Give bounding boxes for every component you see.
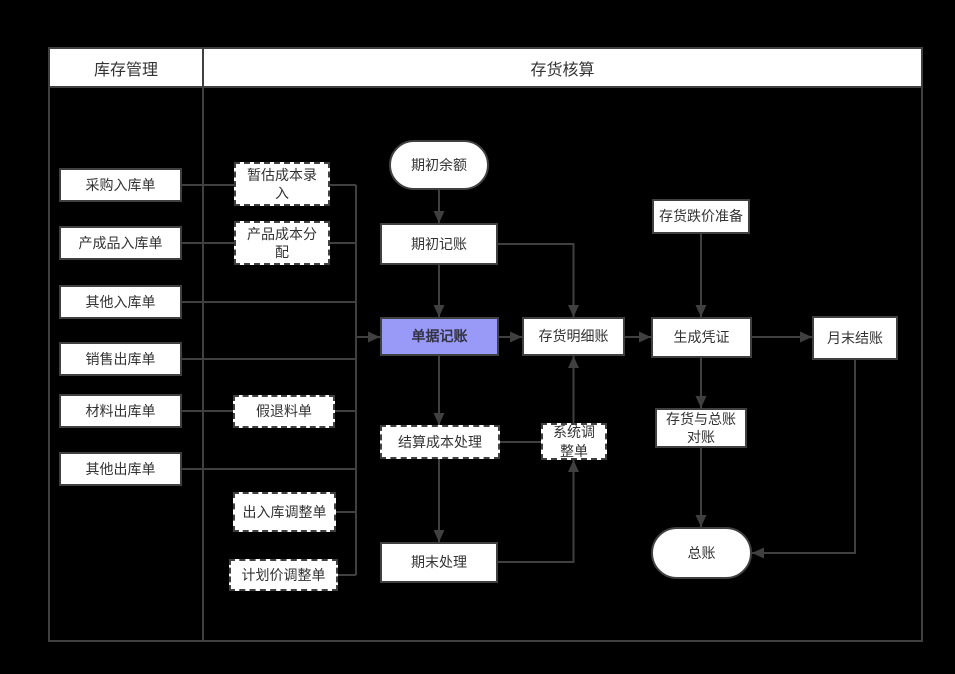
node-purchase-inbound: 采购入库单 (59, 168, 182, 202)
node-inout-adjustment: 出入库调整单 (233, 492, 336, 532)
node-sales-outbound: 销售出库单 (59, 342, 182, 376)
node-material-outbound: 材料出库单 (59, 394, 182, 428)
node-finished-goods-inbound: 产成品入库单 (59, 226, 182, 260)
node-planned-price-adjustment: 计划价调整单 (229, 559, 338, 591)
node-other-outbound: 其他出库单 (59, 452, 182, 486)
lane-header-divider (48, 86, 923, 88)
node-settlement-cost-processing: 结算成本处理 (380, 425, 500, 459)
node-month-end-closing: 月末结账 (812, 316, 898, 360)
lane-divider (202, 47, 204, 642)
node-system-adjustment: 系统调 整单 (541, 423, 607, 460)
swimlane-frame (48, 47, 923, 642)
node-inventory-subledger: 存货明细账 (522, 317, 625, 356)
node-opening-bookkeeping: 期初记账 (380, 223, 498, 265)
node-product-cost-allocation: 产品成本分 配 (234, 221, 330, 265)
node-estimated-cost-entry: 暂估成本录 入 (234, 162, 330, 206)
node-document-bookkeeping: 单据记账 (380, 317, 499, 356)
node-pseudo-material-return: 假退料单 (233, 395, 335, 428)
lane-header-inventory-management: 库存管理 (50, 49, 202, 86)
node-opening-balance: 期初余额 (389, 140, 489, 190)
lane-header-inventory-accounting: 存货核算 (204, 49, 921, 86)
node-general-ledger: 总账 (651, 527, 752, 579)
node-inventory-gl-reconciliation: 存货与总账 对账 (655, 408, 747, 448)
node-other-inbound: 其他入库单 (59, 285, 182, 319)
node-inventory-price-decline-reserve: 存货跌价准备 (652, 199, 750, 234)
node-generate-voucher: 生成凭证 (651, 317, 752, 358)
node-period-end-processing: 期末处理 (380, 542, 498, 583)
